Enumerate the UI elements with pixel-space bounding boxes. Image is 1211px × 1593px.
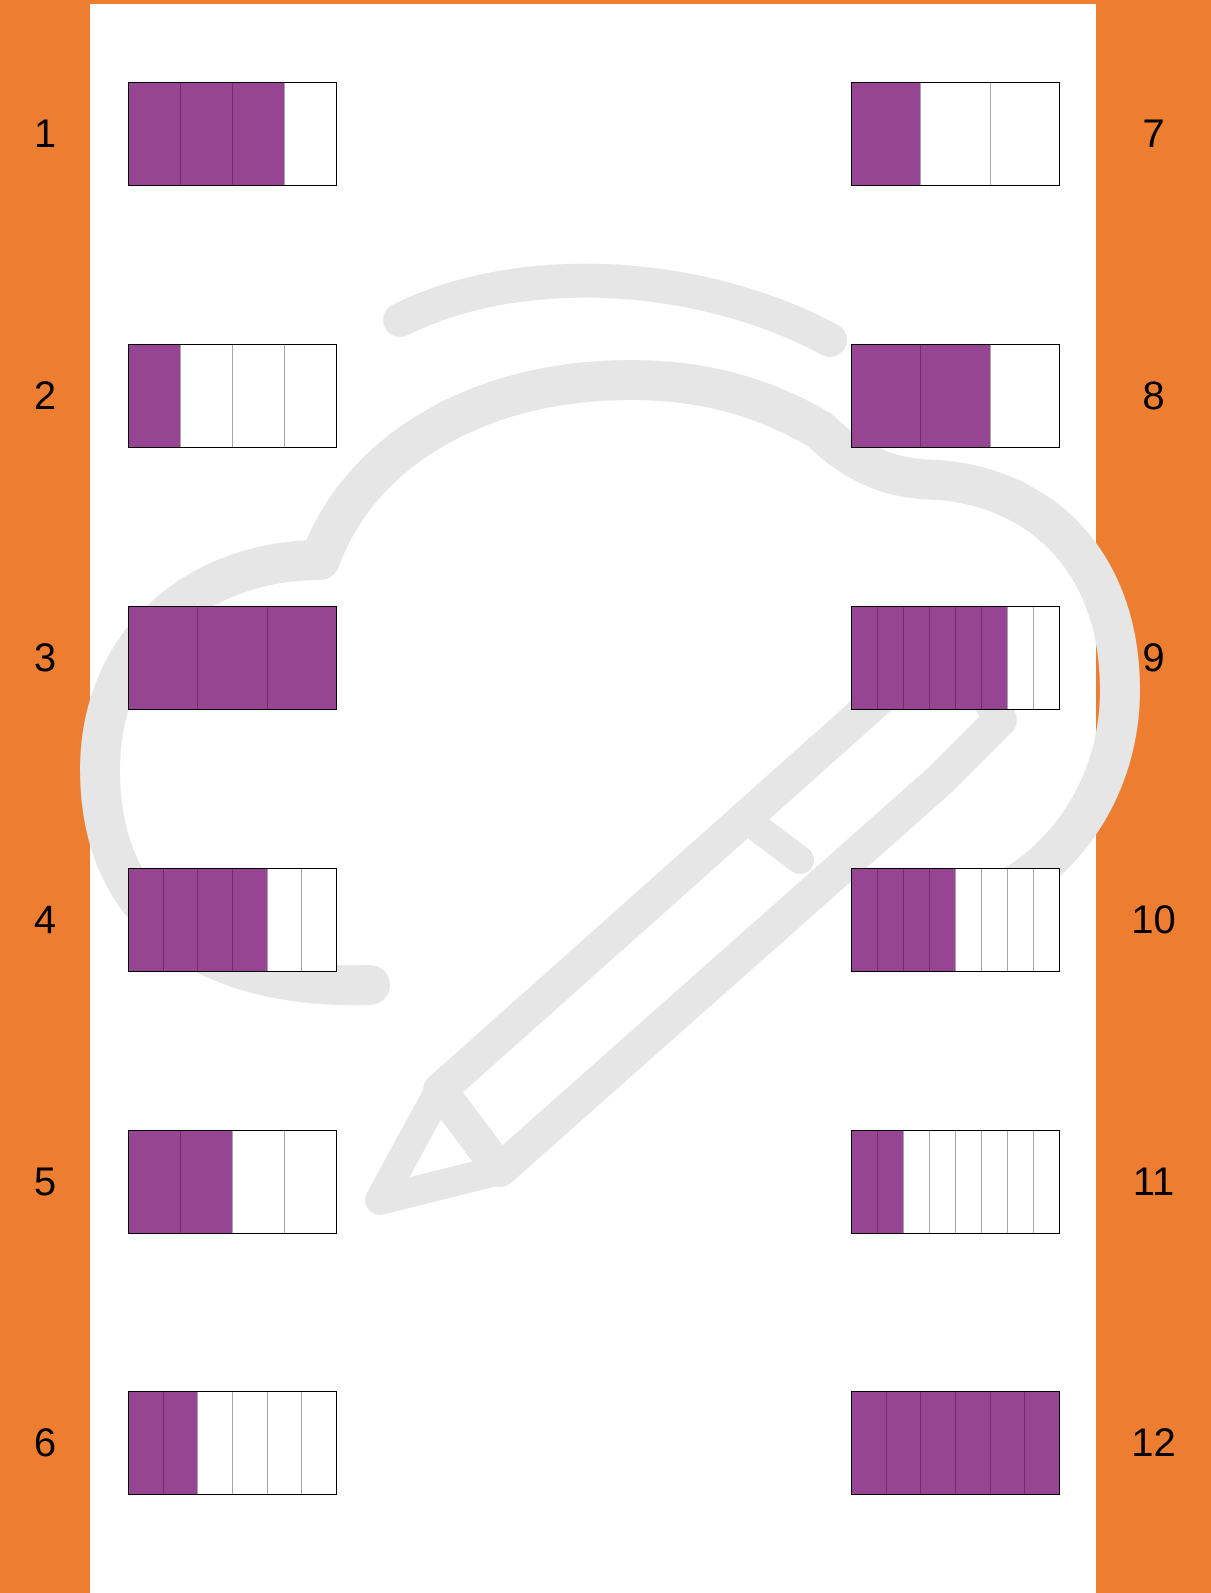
shaded-part [232, 869, 267, 971]
empty-part [232, 1131, 284, 1233]
empty-part [267, 869, 302, 971]
empty-part [197, 1392, 232, 1494]
empty-part [955, 1131, 981, 1233]
empty-part [180, 345, 232, 447]
shaded-part [990, 1392, 1025, 1494]
shaded-part [877, 869, 903, 971]
empty-part [284, 345, 336, 447]
fraction-bar-2 [128, 344, 337, 448]
shaded-part [920, 345, 989, 447]
shaded-part [129, 83, 180, 185]
shaded-part [129, 1392, 163, 1494]
fraction-bar-5 [128, 1130, 337, 1234]
shaded-part [197, 607, 266, 709]
empty-part [990, 83, 1059, 185]
shaded-part [920, 1392, 955, 1494]
shaded-part [886, 1392, 921, 1494]
shaded-part [852, 1131, 877, 1233]
shaded-part [267, 607, 336, 709]
item-number-8: 8 [1096, 373, 1211, 419]
fraction-bar-11 [851, 1130, 1060, 1234]
shaded-part [929, 607, 955, 709]
empty-part [284, 1131, 336, 1233]
empty-part [232, 1392, 267, 1494]
fraction-bar-6 [128, 1391, 337, 1495]
empty-part [903, 1131, 929, 1233]
item-number-3: 3 [0, 635, 90, 681]
shaded-part [180, 1131, 232, 1233]
empty-part [920, 83, 989, 185]
item-number-10: 10 [1096, 897, 1211, 943]
shaded-part [129, 345, 180, 447]
shaded-part [232, 83, 284, 185]
empty-part [929, 1131, 955, 1233]
empty-part [1033, 607, 1059, 709]
shaded-part [852, 1392, 886, 1494]
empty-part [284, 83, 336, 185]
shaded-part [197, 869, 232, 971]
empty-part [1033, 1131, 1059, 1233]
empty-part [1007, 869, 1033, 971]
shaded-part [852, 869, 877, 971]
empty-part [981, 869, 1007, 971]
item-number-1: 1 [0, 111, 90, 157]
item-number-5: 5 [0, 1159, 90, 1205]
empty-part [301, 869, 336, 971]
shaded-part [877, 607, 903, 709]
fraction-bar-4 [128, 868, 337, 972]
empty-part [1007, 1131, 1033, 1233]
shaded-part [981, 607, 1007, 709]
empty-part [1007, 607, 1033, 709]
fraction-bar-8 [851, 344, 1060, 448]
shaded-part [180, 83, 232, 185]
shaded-part [163, 1392, 198, 1494]
shaded-part [852, 607, 877, 709]
fraction-bar-7 [851, 82, 1060, 186]
item-number-6: 6 [0, 1420, 90, 1466]
shaded-part [129, 869, 163, 971]
item-number-11: 11 [1096, 1159, 1211, 1205]
shaded-part [955, 607, 981, 709]
shaded-part [929, 869, 955, 971]
item-number-7: 7 [1096, 111, 1211, 157]
shaded-part [903, 607, 929, 709]
empty-part [267, 1392, 302, 1494]
fraction-bar-12 [851, 1391, 1060, 1495]
empty-part [301, 1392, 336, 1494]
shaded-part [852, 83, 920, 185]
shaded-part [129, 607, 197, 709]
shaded-part [163, 869, 198, 971]
item-number-2: 2 [0, 373, 90, 419]
empty-part [955, 869, 981, 971]
fraction-bar-10 [851, 868, 1060, 972]
empty-part [232, 345, 284, 447]
empty-part [981, 1131, 1007, 1233]
empty-part [990, 345, 1059, 447]
empty-part [1033, 869, 1059, 971]
fraction-bar-1 [128, 82, 337, 186]
shaded-part [877, 1131, 903, 1233]
fraction-bar-3 [128, 606, 337, 710]
shaded-part [955, 1392, 990, 1494]
fraction-bar-9 [851, 606, 1060, 710]
item-number-12: 12 [1096, 1420, 1211, 1466]
shaded-part [903, 869, 929, 971]
shaded-part [1024, 1392, 1059, 1494]
shaded-part [129, 1131, 180, 1233]
item-number-9: 9 [1096, 635, 1211, 681]
shaded-part [852, 345, 920, 447]
item-number-4: 4 [0, 897, 90, 943]
